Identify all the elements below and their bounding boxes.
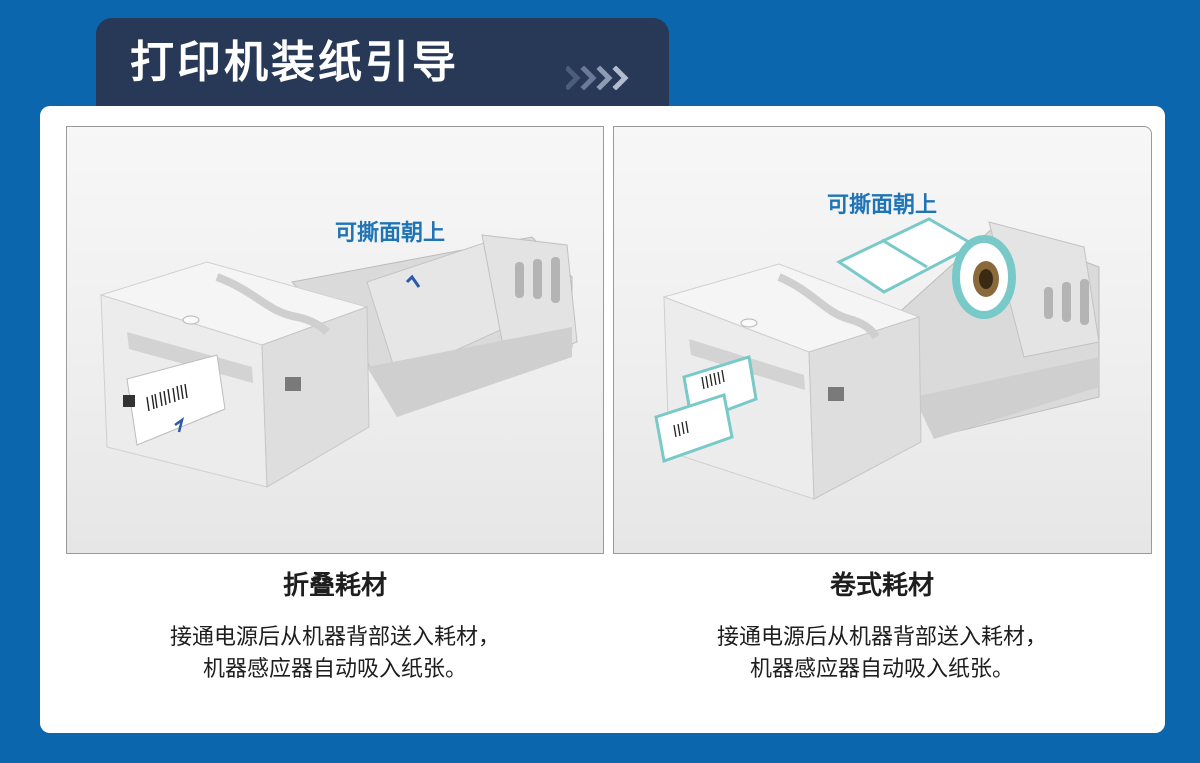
page-title: 打印机装纸引导	[130, 37, 459, 88]
folded-media-image: 可撕面朝上	[66, 126, 604, 554]
media-stand	[291, 234, 578, 417]
roll-media-image: 可撕面朝上	[613, 126, 1152, 554]
media-stand	[893, 221, 1100, 439]
roll-media-description-line-1: 接通电源后从机器背部送入耗材，	[716, 625, 1047, 650]
printed-label	[654, 355, 758, 464]
folded-media-description-line-2: 机器感应器自动吸入纸张。	[202, 657, 467, 682]
face-up-label: 可撕面朝上	[827, 193, 938, 218]
label-roll	[835, 217, 1016, 319]
roll-media-description-line-2: 机器感应器自动吸入纸张。	[749, 657, 1014, 682]
face-up-label: 可撕面朝上	[335, 221, 446, 246]
chevrons-right-icon	[566, 66, 629, 90]
roll-media-title: 卷式耗材	[829, 571, 934, 601]
printer-body	[99, 261, 370, 488]
folded-media-description-line-1: 接通电源后从机器背部送入耗材，	[169, 625, 500, 650]
folded-media-title: 折叠耗材	[282, 571, 387, 601]
printed-label	[123, 354, 226, 446]
